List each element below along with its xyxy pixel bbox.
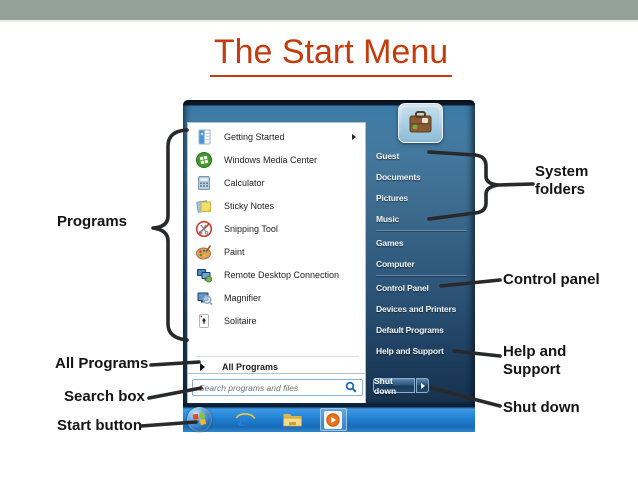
menu-item-label: Pictures	[376, 192, 408, 203]
menu-item-label: Paint	[224, 246, 245, 257]
start-menu: Getting Started Windows Me	[183, 100, 475, 407]
shutdown-label: Shut down	[374, 375, 397, 396]
menu-item-label: Sticky Notes	[224, 200, 275, 211]
page-title: The Start Menu	[209, 33, 453, 77]
right-panel-separator	[376, 230, 467, 231]
shutdown-options-button[interactable]	[416, 378, 429, 393]
menu-item-label: Getting Started	[224, 131, 285, 142]
menu-item-label: Magnifier	[224, 292, 262, 303]
search-input[interactable]	[193, 382, 345, 393]
callout-line: folders	[535, 181, 586, 198]
callout-line: Support	[503, 361, 561, 378]
menu-item-label: Documents	[376, 171, 421, 182]
calculator-icon	[198, 175, 210, 190]
menu-item-label: Calculator	[224, 177, 265, 188]
program-list: Getting Started Windows Me	[188, 125, 365, 332]
menu-item-computer[interactable]: Computer	[367, 253, 471, 274]
menu-item-paint[interactable]: Paint	[188, 240, 365, 263]
menu-item-label: Computer	[376, 258, 415, 269]
snipping-tool-icon	[195, 220, 213, 237]
menu-item-guest[interactable]: Guest	[367, 145, 471, 166]
search-area	[187, 374, 366, 403]
menu-item-getting-started[interactable]: Getting Started	[188, 125, 365, 148]
wmp-taskbar-slot[interactable]	[320, 408, 347, 431]
shutdown-arrow-icon	[420, 382, 425, 389]
menu-item-magnifier[interactable]: Magnifier	[188, 286, 365, 309]
menu-item-label: Snipping Tool	[224, 223, 278, 234]
all-programs-arrow-icon	[200, 363, 205, 371]
shutdown-controls: Shut down	[373, 375, 429, 396]
menu-item-label: Guest	[376, 150, 400, 161]
menu-item-label: Control Panel	[376, 282, 429, 293]
solitaire-icon	[199, 313, 209, 328]
remote-desktop-icon	[197, 268, 213, 282]
callout-search-box: Search box	[64, 388, 145, 405]
menu-item-calculator[interactable]: Calculator	[188, 171, 365, 194]
magnifier-icon	[197, 292, 213, 305]
title-wrap: The Start Menu	[0, 33, 638, 77]
internet-explorer-icon[interactable]: e	[235, 409, 256, 430]
callout-line: Help and	[503, 343, 567, 360]
callout-shut-down: Shut down	[503, 399, 580, 416]
menu-item-label: Music	[376, 213, 400, 224]
callout-all-programs: All Programs	[55, 355, 149, 372]
user-avatar[interactable]	[398, 103, 443, 143]
menu-item-default-programs[interactable]: Default Programs	[367, 319, 471, 340]
menu-item-solitaire[interactable]: Solitaire	[188, 309, 365, 332]
submenu-arrow-icon	[352, 133, 356, 140]
menu-item-label: Windows Media Center	[224, 154, 318, 165]
menu-item-sticky-notes[interactable]: Sticky Notes	[188, 194, 365, 217]
callout-start-button: Start button	[57, 417, 142, 434]
start-button[interactable]	[187, 407, 212, 432]
menu-item-control-panel[interactable]: Control Panel	[367, 277, 471, 298]
menu-item-label: Solitaire	[224, 315, 257, 326]
all-programs-item[interactable]: All Programs	[188, 359, 365, 375]
slide-header-bar	[0, 0, 638, 22]
windows-explorer-icon[interactable]	[282, 410, 303, 429]
sticky-notes-icon	[196, 199, 211, 213]
callout-help-and-support: Help and Support	[503, 343, 566, 379]
svg-text:e: e	[238, 410, 247, 430]
search-box[interactable]	[192, 379, 363, 396]
windows-media-center-icon	[196, 151, 212, 168]
callout-system-folders: System folders	[535, 163, 588, 199]
search-icon	[345, 381, 357, 393]
menu-item-pictures[interactable]: Pictures	[367, 187, 471, 208]
menu-item-windows-media-center[interactable]: Windows Media Center	[188, 148, 365, 171]
windows-media-player-icon	[324, 411, 342, 429]
menu-item-documents[interactable]: Documents	[367, 166, 471, 187]
menu-item-label: Default Programs	[376, 324, 444, 335]
menu-item-snipping-tool[interactable]: Snipping Tool	[188, 217, 365, 240]
paint-icon	[196, 244, 212, 259]
getting-started-icon	[198, 129, 211, 144]
callout-line: System	[535, 163, 589, 180]
callout-control-panel: Control panel	[503, 271, 600, 288]
start-menu-right-panel: Guest Documents Pictures Music Games Com…	[367, 145, 471, 361]
menu-item-label: Games	[376, 237, 404, 248]
all-programs-separator	[196, 356, 359, 357]
menu-item-label: Help and Support	[376, 345, 444, 356]
menu-item-music[interactable]: Music	[367, 208, 471, 229]
callout-programs: Programs	[57, 213, 128, 230]
menu-item-label: Devices and Printers	[376, 303, 457, 314]
menu-item-games[interactable]: Games	[367, 232, 471, 253]
right-panel-separator	[376, 275, 467, 276]
start-menu-left-panel: Getting Started Windows Me	[187, 122, 366, 374]
all-programs-label: All Programs	[222, 362, 279, 372]
menu-item-remote-desktop-connection[interactable]: Remote Desktop Connection	[188, 263, 365, 286]
avatar-picture-icon	[402, 107, 439, 139]
windows-flag-icon	[192, 412, 206, 426]
taskbar: e	[183, 407, 475, 432]
shutdown-button[interactable]: Shut down	[373, 375, 415, 396]
menu-item-label: Remote Desktop Connection	[224, 269, 340, 280]
menu-item-help-and-support[interactable]: Help and Support	[367, 340, 471, 361]
menu-item-devices-and-printers[interactable]: Devices and Printers	[367, 298, 471, 319]
